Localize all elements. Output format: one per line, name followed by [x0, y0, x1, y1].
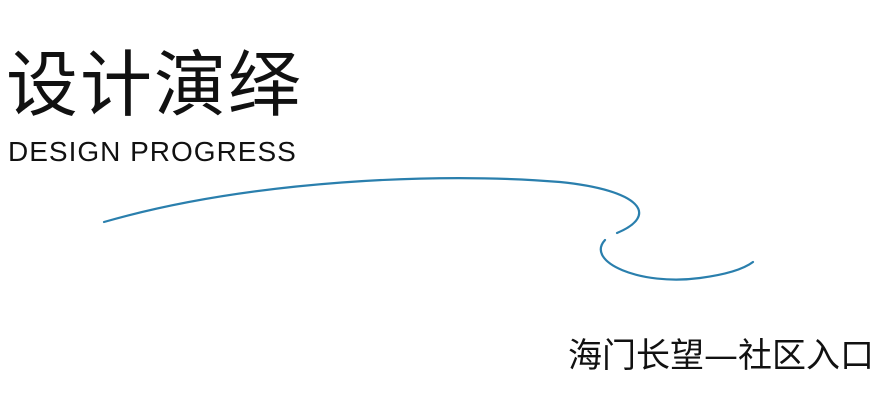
project-caption: 海门长望—社区入口 [568, 336, 874, 376]
page-title-chinese: 设计演绎 [6, 43, 303, 127]
page-title-english: DESIGN PROGRESS [8, 136, 297, 167]
wave-line-upper [102, 177, 640, 235]
wave-line-lower [599, 238, 755, 281]
